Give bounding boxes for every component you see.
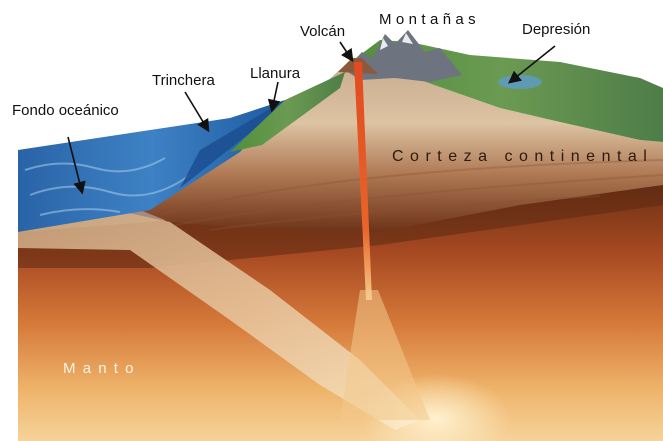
label-ocean-floor: Fondo oceánico (12, 103, 119, 118)
label-plain: Llanura (250, 66, 300, 81)
label-depression: Depresión (522, 22, 590, 37)
depression-lake (498, 75, 542, 89)
label-trench: Trinchera (152, 73, 215, 88)
label-mountains: Montañas (379, 12, 480, 27)
label-volcano: Volcán (300, 24, 345, 39)
label-mantle: Manto (63, 361, 141, 376)
label-continental-crust: Corteza continental (392, 149, 653, 165)
